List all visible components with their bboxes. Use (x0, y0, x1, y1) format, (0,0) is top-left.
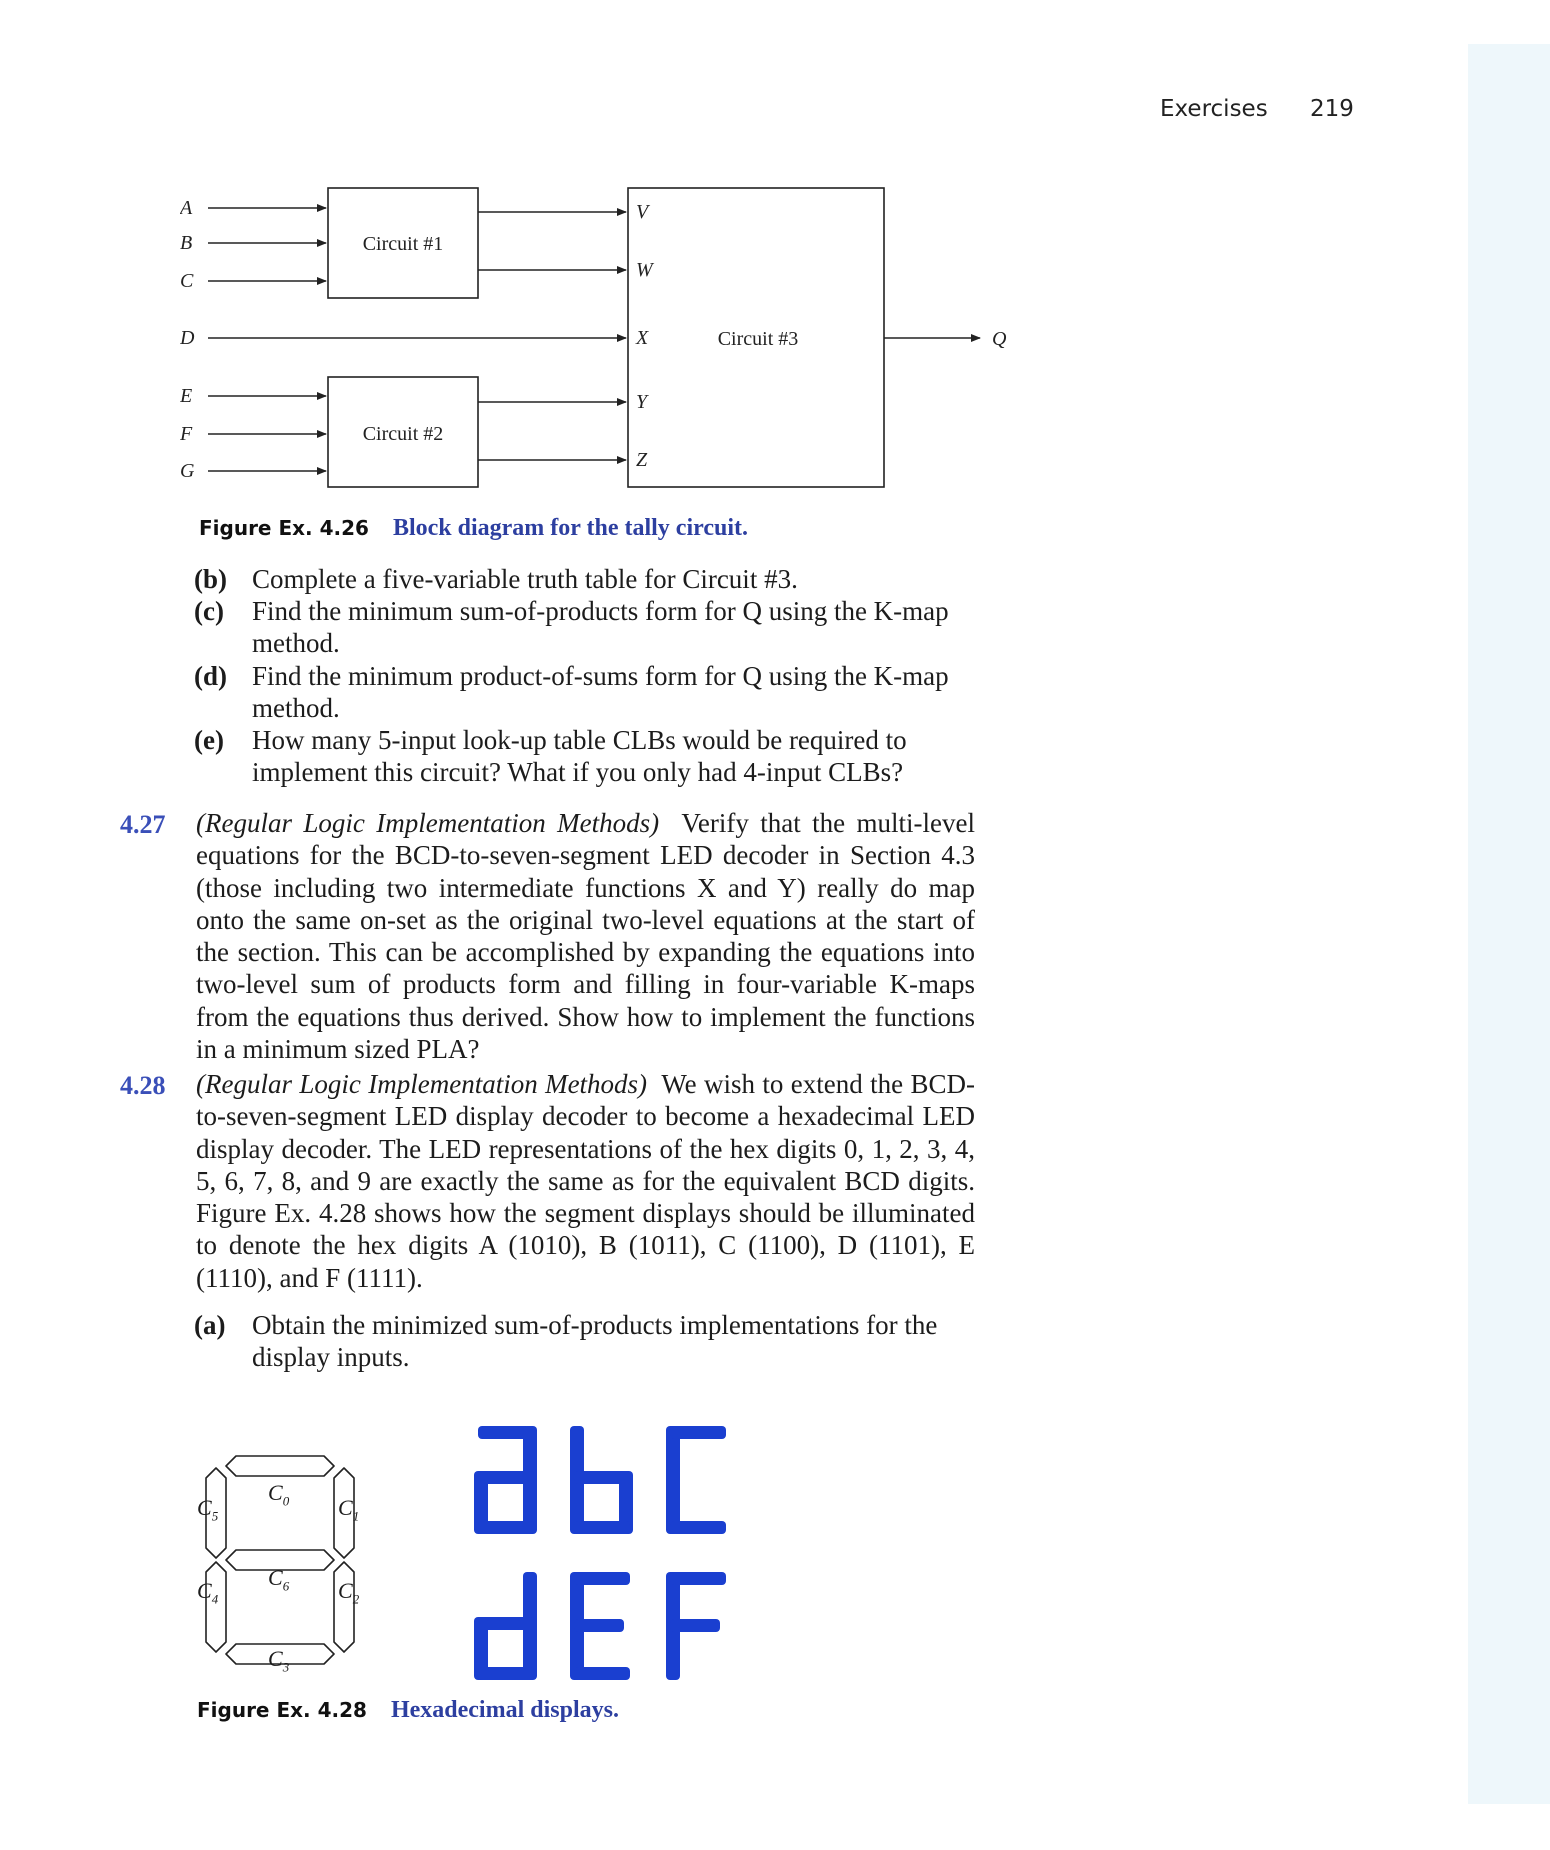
digit-e (570, 1572, 630, 1680)
segment-label-c0: C0 (268, 1480, 290, 1509)
part-label: (e) (194, 725, 224, 755)
segment-c6 (225, 1549, 335, 1571)
c3-input-w: W (636, 259, 655, 281)
segment-label-c5: C5 (197, 1495, 219, 1524)
circuit-1-box (327, 187, 479, 299)
exercise-part-b: (b) Complete a five-variable truth table… (194, 563, 974, 595)
segment-label-c1: C1 (338, 1495, 360, 1524)
figure-4-26-caption: Figure Ex. 4.26 Block diagram for the tal… (199, 515, 748, 542)
output-label-q: Q (992, 328, 1007, 350)
input-label-g: G (180, 460, 195, 482)
input-label-f: F (180, 423, 193, 445)
exercise-number: 4.28 (120, 1071, 166, 1100)
exercise-text: Verify that the multi-level equations fo… (196, 808, 975, 1065)
digit-d (474, 1572, 537, 1680)
input-label-d: D (180, 327, 195, 349)
figure-title: Hexadecimal displays. (390, 1697, 619, 1723)
seven-segment-diagram (205, 1455, 355, 1665)
exercise-number: 4.27 (120, 810, 166, 839)
hex-digits-display (474, 1426, 726, 1680)
figure-label: Figure Ex. 4.28 (197, 1698, 367, 1722)
circuit-3-label: Circuit #3 (718, 328, 799, 350)
input-label-b: B (180, 232, 192, 254)
c3-input-v: V (636, 201, 651, 223)
page-edge-shade (1468, 44, 1550, 1804)
part-text: How many 5-input look-up table CLBs woul… (252, 725, 907, 787)
segment-label-c4: C4 (197, 1578, 219, 1607)
exercise-part-e: (e) How many 5-input look-up table CLBs … (194, 724, 974, 788)
digit-a (474, 1426, 537, 1534)
segment-c0 (225, 1455, 335, 1477)
digit-f (666, 1572, 726, 1680)
circuit-2-label: Circuit #2 (363, 423, 444, 445)
exercise-topic: (Regular Logic Implementation Methods) (196, 1069, 648, 1099)
exercise-part-d: (d) Find the minimum product-of-sums for… (194, 660, 974, 724)
figure-label: Figure Ex. 4.26 (199, 516, 369, 540)
part-text: Obtain the minimized sum-of-products imp… (252, 1310, 938, 1372)
figure-4-26-block-diagram: A B C D E F G Circuit #1 Circuit #2 Circ… (180, 187, 1007, 488)
part-text: Complete a five-variable truth table for… (252, 564, 798, 594)
segment-label-c2: C2 (338, 1578, 360, 1607)
part-label: (b) (194, 564, 227, 594)
part-label: (d) (194, 661, 227, 691)
part-text: Find the minimum sum-of-products form fo… (252, 596, 949, 658)
part-text: Find the minimum product-of-sums form fo… (252, 661, 949, 723)
segment-c1 (333, 1467, 355, 1559)
part-label: (c) (194, 596, 224, 626)
circuit-2-box (327, 376, 479, 488)
segment-c5 (205, 1467, 227, 1559)
figure-title: Block diagram for the tally circuit. (392, 515, 749, 541)
digit-b (570, 1426, 633, 1534)
input-label-e: E (180, 385, 192, 407)
digit-c (666, 1426, 726, 1534)
section-title: Exercises (1160, 96, 1268, 122)
input-label-a: A (180, 197, 193, 219)
page-number: 219 (1310, 96, 1354, 122)
c3-input-x: X (635, 327, 649, 349)
exercise-part-a: (a) Obtain the minimized sum-of-products… (194, 1309, 974, 1373)
c3-input-y: Y (636, 391, 649, 413)
exercise-4-27: 4.27 (Regular Logic Implementation Metho… (120, 807, 975, 1065)
c3-input-z: Z (636, 449, 648, 471)
exercise-text: We wish to extend the BCD-to-seven-segme… (196, 1069, 976, 1293)
segment-label-c3: C3 (268, 1646, 290, 1675)
segment-label-c6: C6 (268, 1565, 290, 1594)
circuit-1-label: Circuit #1 (363, 233, 444, 255)
exercise-topic: (Regular Logic Implementation Methods) (196, 808, 660, 838)
segment-c2 (333, 1561, 355, 1653)
part-label: (a) (194, 1310, 226, 1340)
segment-c3 (225, 1643, 335, 1665)
exercise-part-c: (c) Find the minimum sum-of-products for… (194, 595, 974, 659)
segment-c4 (205, 1561, 227, 1653)
figure-4-28-caption: Figure Ex. 4.28 Hexadecimal displays. (197, 1697, 619, 1724)
exercise-4-28: 4.28 (Regular Logic Implementation Metho… (120, 1068, 975, 1294)
input-label-c: C (180, 270, 194, 292)
